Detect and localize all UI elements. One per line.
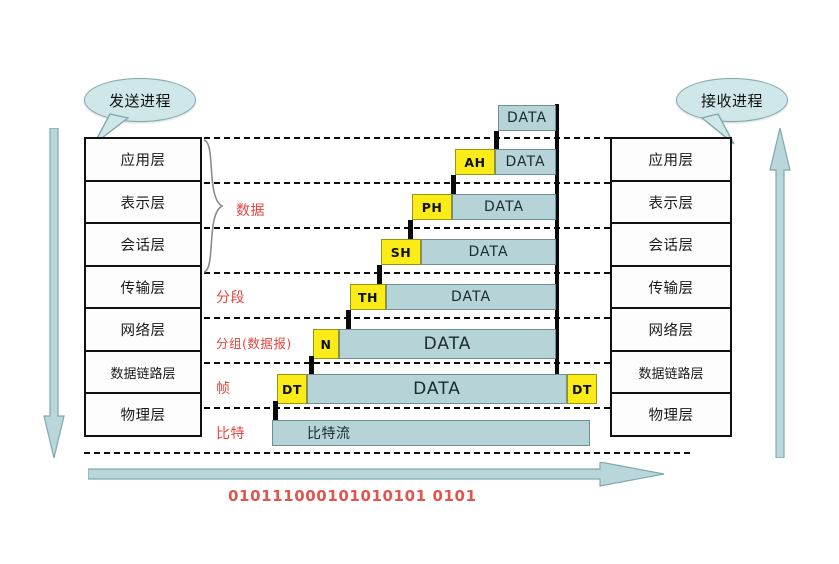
receiver-layer-network[interactable]: 网络层 xyxy=(610,307,732,352)
receiver-direction-arrow-up xyxy=(769,128,791,458)
layer-separator-3 xyxy=(84,272,690,274)
layer-label: 物理层 xyxy=(648,408,694,424)
layer-separator-6 xyxy=(84,407,690,409)
pdu-payload-data: DATA xyxy=(421,239,556,265)
layer-label: 传输层 xyxy=(120,280,166,297)
pdu-trailer-dt: DT xyxy=(567,374,597,404)
pdu-payload-data: DATA xyxy=(307,374,567,404)
connector-tick-0 xyxy=(494,131,499,155)
binary-stream-text: 010111000101010101 0101 xyxy=(228,487,477,505)
layer-label: 会话层 xyxy=(120,238,166,254)
pdu-payload-data: DATA xyxy=(452,194,556,220)
receiver-layer-stack: 应用层 表示层 会话层 传输层 网络层 数据链路层 物理层 xyxy=(610,137,732,437)
connector-tick-5 xyxy=(309,356,314,378)
sender-layer-datalink[interactable]: 数据链路层 xyxy=(84,349,202,395)
sender-process-bubble: 发送进程 xyxy=(84,78,196,122)
pdu-header-ah: AH xyxy=(455,149,495,175)
sender-layer-transport[interactable]: 传输层 xyxy=(84,264,202,310)
pdu-row-network: N DATA xyxy=(313,329,556,359)
sender-layer-presentation[interactable]: 表示层 xyxy=(84,179,202,225)
receiver-layer-transport[interactable]: 传输层 xyxy=(610,264,732,310)
layer-label: 网络层 xyxy=(120,323,166,339)
layer-separator-5 xyxy=(84,362,690,364)
layer-label: 表示层 xyxy=(120,195,166,212)
data-grouping-brace xyxy=(203,139,224,273)
pdu-row-datalink: DT DATA DT xyxy=(277,374,597,404)
pdu-payload-data: DATA xyxy=(495,149,556,175)
receiver-layer-application[interactable]: 应用层 xyxy=(610,137,732,182)
receiver-layer-datalink[interactable]: 数据链路层 xyxy=(610,349,732,395)
layer-label: 物理层 xyxy=(120,408,166,424)
layer-separator-2 xyxy=(84,227,690,229)
layer-label: 会话层 xyxy=(648,238,694,254)
connector-tick-4 xyxy=(346,310,351,334)
sender-layer-session[interactable]: 会话层 xyxy=(84,222,202,267)
receiver-process-label: 接收进程 xyxy=(700,91,763,110)
layer-label: 应用层 xyxy=(120,153,166,169)
pdu-row-transport: TH DATA xyxy=(350,284,556,310)
connector-tick-6 xyxy=(273,401,278,423)
encapsulation-right-spine xyxy=(555,104,559,394)
sender-layer-application[interactable]: 应用层 xyxy=(84,137,202,182)
annotation-frame: 帧 xyxy=(216,381,231,397)
sender-layer-network[interactable]: 网络层 xyxy=(84,307,202,352)
annotation-bit: 比特 xyxy=(216,426,245,442)
pdu-payload-data: DATA xyxy=(498,105,556,131)
pdu-payload-data: DATA xyxy=(339,329,556,359)
pdu-header-th: TH xyxy=(350,284,386,310)
layer-separator-1 xyxy=(84,182,690,184)
pdu-row-raw-data: DATA xyxy=(498,105,556,131)
layer-separator-0 xyxy=(84,137,690,139)
receiver-process-bubble: 接收进程 xyxy=(676,78,788,122)
receiver-layer-physical[interactable]: 物理层 xyxy=(610,392,732,437)
layer-label: 应用层 xyxy=(648,153,694,169)
connector-tick-1 xyxy=(451,175,456,199)
annotation-packet: 分组(数据报) xyxy=(216,336,292,351)
pdu-header-dt: DT xyxy=(277,374,307,404)
pdu-header-ph: PH xyxy=(412,194,452,220)
pdu-row-session: SH DATA xyxy=(381,239,556,265)
pdu-payload-data: DATA xyxy=(386,284,556,310)
pdu-header-n: N xyxy=(313,329,339,359)
receiver-layer-presentation[interactable]: 表示层 xyxy=(610,179,732,225)
sender-layer-stack: 应用层 表示层 会话层 传输层 网络层 数据链路层 物理层 xyxy=(84,137,202,437)
receiver-bubble-tail xyxy=(700,113,735,145)
pdu-payload-bitstream: 比特流 xyxy=(272,420,590,446)
layer-label: 数据链路层 xyxy=(110,366,176,382)
connector-tick-2 xyxy=(408,220,413,244)
annotation-segment: 分段 xyxy=(216,290,245,306)
annotation-data: 数据 xyxy=(236,203,265,219)
layer-label: 传输层 xyxy=(648,280,694,297)
layer-label: 网络层 xyxy=(648,323,694,339)
layer-separator-7 xyxy=(84,452,690,454)
sender-process-label: 发送进程 xyxy=(108,91,171,110)
pdu-header-sh: SH xyxy=(381,239,421,265)
layer-label: 表示层 xyxy=(648,195,694,212)
sender-layer-physical[interactable]: 物理层 xyxy=(84,392,202,437)
layer-label: 数据链路层 xyxy=(638,366,704,382)
layer-separator-4 xyxy=(84,317,690,319)
pdu-row-presentation: PH DATA xyxy=(412,194,556,220)
pdu-row-application: AH DATA xyxy=(455,149,556,175)
receiver-layer-session[interactable]: 会话层 xyxy=(610,222,732,267)
sender-direction-arrow-down xyxy=(43,128,65,458)
sender-bubble-tail xyxy=(93,113,130,145)
pdu-row-physical: 比特流 xyxy=(272,420,590,446)
transmission-arrow-right xyxy=(88,462,665,487)
connector-tick-3 xyxy=(377,265,382,289)
